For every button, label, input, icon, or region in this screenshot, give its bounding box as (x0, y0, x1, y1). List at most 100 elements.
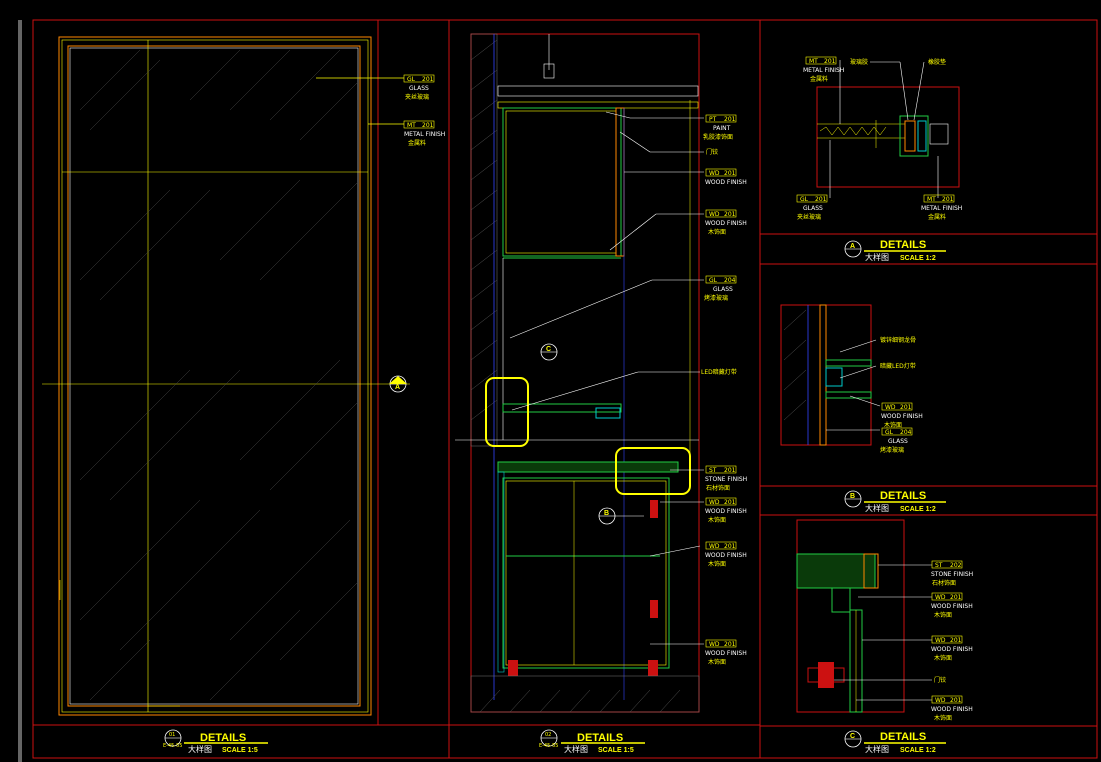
label-glass-1: GL 201 GLASS 夹丝玻璃 (316, 74, 435, 101)
label-c-wood-3: WD 201 WOOD FINISH 木饰面 (931, 695, 973, 722)
label-name: METAL FINISH (921, 205, 962, 212)
label-code: MT (927, 196, 936, 203)
callout-letter: A (395, 384, 400, 391)
label-a-rubber: 橡胶垫 (928, 58, 946, 66)
label-num: 201 (900, 404, 912, 411)
label-cn: 木饰面 (708, 658, 726, 666)
label-num: 201 (815, 196, 827, 203)
panel-ref: E-45-55 (163, 743, 183, 749)
panel-subtitle: 大样图 (564, 744, 588, 754)
panel-scale: SCALE 1:5 (598, 747, 634, 754)
detail-b-drawing (780, 304, 872, 446)
label-cn: 木饰面 (884, 421, 902, 429)
label-name: GLASS (409, 85, 429, 92)
panel-scale: SCALE 1:2 (900, 255, 936, 262)
label-cn: 木饰面 (708, 560, 726, 568)
panel-title: DETAILS (880, 731, 926, 743)
label-code: WD (709, 170, 720, 177)
label-paint: PT 201 PAINT 乳胶漆饰面 (703, 114, 737, 141)
section-callout-a[interactable]: A (389, 375, 407, 393)
leaders-detail-a (829, 60, 939, 198)
label-b-led: 暗藏LED灯带 (880, 362, 916, 370)
label-name: WOOD FINISH (705, 179, 747, 186)
label-c-wood-2: WD 201 WOOD FINISH 木饰面 (931, 635, 973, 662)
label-code: WD (885, 404, 896, 411)
door-elevation (42, 36, 410, 716)
label-num: 201 (824, 58, 836, 65)
panel-subtitle: 大样图 (865, 252, 889, 262)
panel-title: DETAILS (880, 490, 926, 502)
label-num: 202 (950, 562, 962, 569)
leaders-panel-2 (509, 111, 704, 645)
label-name: WOOD FINISH (931, 706, 973, 713)
leaders-detail-c (834, 564, 932, 701)
label-num: 201 (724, 467, 736, 474)
panel-subtitle: 大样图 (865, 744, 889, 754)
title-block-01: 01 E-45-55 DETAILS 大样图 SCALE 1:5 (163, 729, 268, 754)
label-name: WOOD FINISH (705, 650, 747, 657)
panel-title: DETAILS (880, 239, 926, 251)
label-code: WD (935, 594, 946, 601)
label-name: WOOD FINISH (931, 646, 973, 653)
panel-title: DETAILS (577, 732, 623, 744)
panel-ref: E-45-55 (539, 743, 559, 749)
label-name: WOOD FINISH (931, 603, 973, 610)
leaders-detail-b (826, 339, 881, 431)
label-code: ST (709, 467, 717, 474)
panel-letter: B (850, 493, 855, 500)
label-stone-1: ST 201 STONE FINISH 石材饰面 (705, 465, 747, 492)
label-num: 201 (422, 122, 434, 129)
title-block-b: B DETAILS 大样图 SCALE 1:2 (844, 490, 946, 513)
label-wood-5: WD 201 WOOD FINISH 木饰面 (705, 639, 747, 666)
panel-number: 02 (545, 732, 551, 738)
label-num: 201 (724, 116, 736, 123)
label-a-glass: GL 201 GLASS 夹丝玻璃 (796, 194, 828, 221)
label-b-stud: 镀锌细钢龙骨 (880, 336, 916, 344)
label-cn: 石材饰面 (706, 484, 730, 492)
label-code: MT (407, 122, 416, 129)
label-cn: 夹丝玻璃 (797, 213, 821, 221)
label-code: PT (709, 116, 717, 123)
label-b-wood: WD 201 WOOD FINISH 木饰面 (881, 402, 923, 429)
label-name: METAL FINISH (404, 131, 445, 138)
label-glass-2: GL 204 GLASS 烤漆玻璃 (704, 275, 737, 302)
panel-subtitle: 大样图 (188, 744, 212, 754)
label-num: 201 (950, 697, 962, 704)
label-code: WD (709, 641, 720, 648)
label-code: ST (935, 562, 943, 569)
label-cn: 烤漆玻璃 (880, 446, 904, 454)
label-code: WD (935, 697, 946, 704)
label-code: MT (809, 58, 818, 65)
label-num: 201 (724, 499, 736, 506)
detail-a-drawing (816, 86, 960, 188)
title-block-a: A DETAILS 大样图 SCALE 1:2 (844, 239, 946, 262)
label-c-hinge: 门铰 (934, 676, 946, 684)
panel-title: DETAILS (200, 732, 246, 744)
section-callout-c[interactable]: C (540, 343, 558, 361)
label-metal-1: MT 201 METAL FINISH 金属料 (368, 120, 445, 147)
label-name: WOOD FINISH (705, 552, 747, 559)
label-name: WOOD FINISH (705, 220, 747, 227)
detail-c-drawing (796, 519, 905, 713)
label-wood-3: WD 201 WOOD FINISH 木饰面 (705, 497, 747, 524)
label-led: LED暗藏灯带 (701, 368, 737, 376)
label-cn: 夹丝玻璃 (405, 93, 429, 101)
section-callout-b[interactable]: B (598, 507, 644, 525)
label-a-sealant: 玻璃胶 (850, 58, 868, 66)
glass-hatch (79, 49, 359, 701)
label-c-stone: ST 202 STONE FINISH 石材饰面 (931, 560, 973, 587)
label-cn: 木饰面 (934, 714, 952, 722)
label-code: WD (709, 543, 720, 550)
label-cn: 木饰面 (708, 228, 726, 236)
label-name: WOOD FINISH (881, 413, 923, 420)
label-code: GL (407, 76, 416, 83)
label-name: GLASS (888, 438, 908, 445)
label-num: 201 (942, 196, 954, 203)
label-code: WD (709, 499, 720, 506)
panel-number: 01 (169, 732, 175, 738)
label-name: WOOD FINISH (705, 508, 747, 515)
label-code: GL (885, 429, 894, 436)
label-name: GLASS (803, 205, 823, 212)
label-a-metal-2: MT 201 METAL FINISH 金属料 (921, 194, 962, 221)
